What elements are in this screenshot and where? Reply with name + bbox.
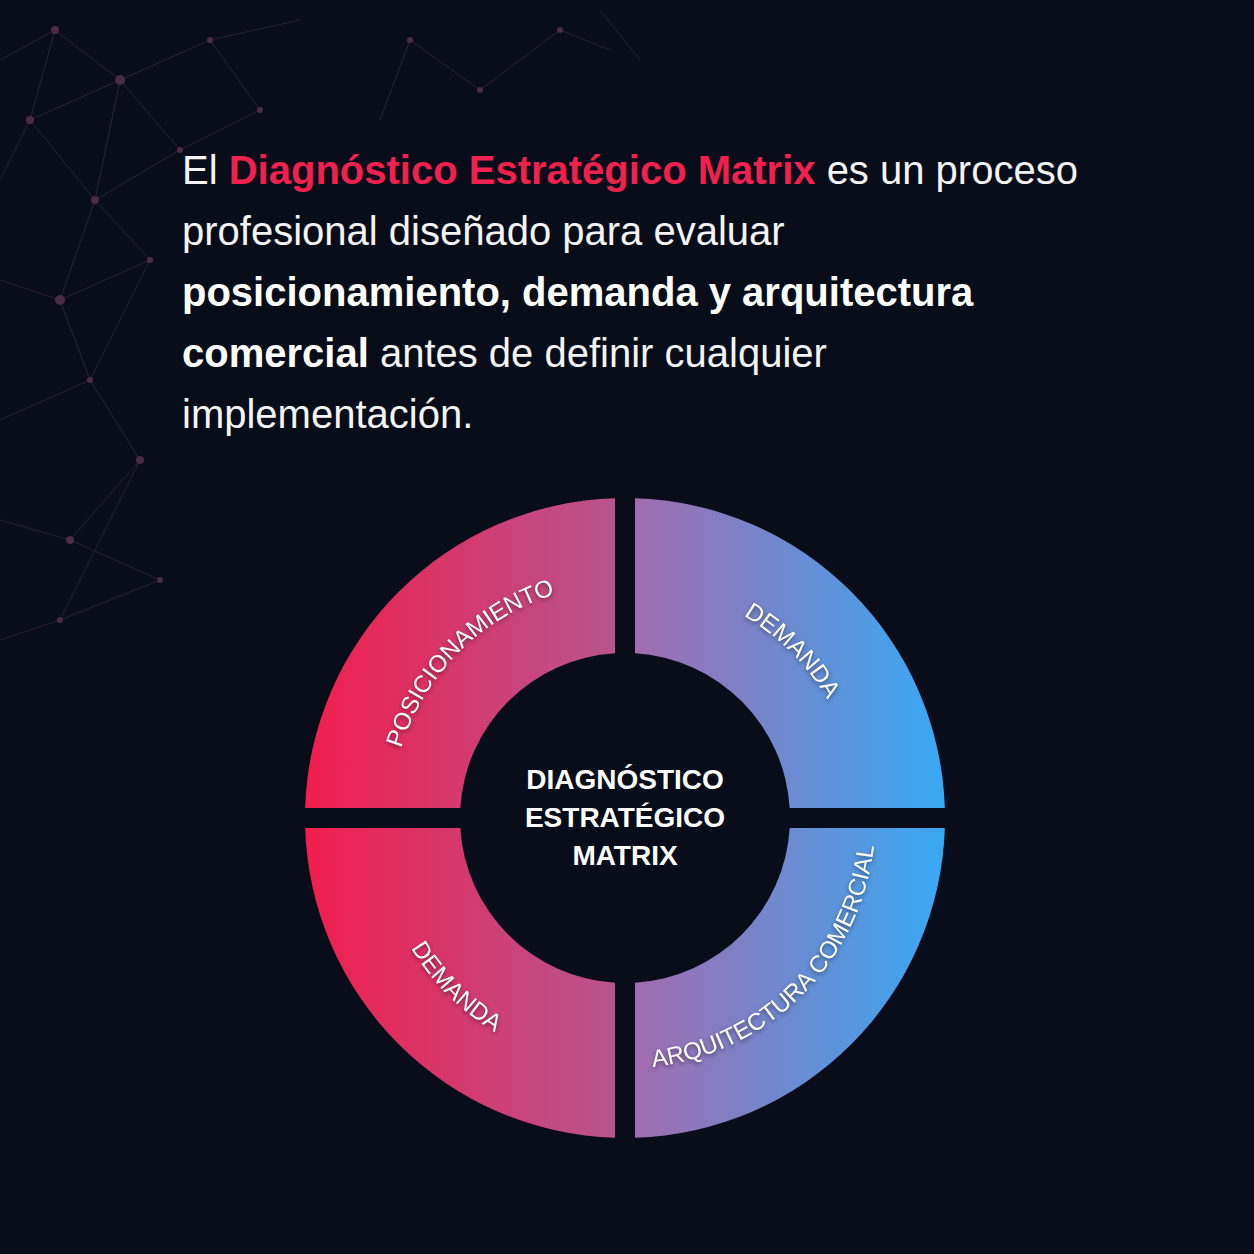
segment-label: DEMANDA [407, 936, 507, 1036]
intro-text: El [182, 148, 218, 192]
intro-paragraph: El Diagnóstico Estratégico Matrix es un … [182, 140, 1112, 445]
ring-segment: ARQUITECTURA COMERCIAL [305, 498, 945, 1138]
center-label: DIAGNÓSTICO ESTRATÉGICO MATRIX [495, 761, 755, 875]
segment-fill [305, 498, 615, 808]
segment-label: POSICIONAMIENTO [380, 573, 557, 750]
highlight-text: Diagnóstico Estratégico Matrix [229, 148, 816, 192]
segment-shape: ARQUITECTURA COMERCIAL [305, 498, 945, 1138]
segment-label: DEMANDA [741, 597, 846, 702]
segment-fill [635, 828, 945, 1138]
segment-label: ARQUITECTURA COMERCIAL [650, 843, 879, 1072]
segment-fill [305, 828, 615, 1138]
segment-fill [635, 498, 945, 808]
